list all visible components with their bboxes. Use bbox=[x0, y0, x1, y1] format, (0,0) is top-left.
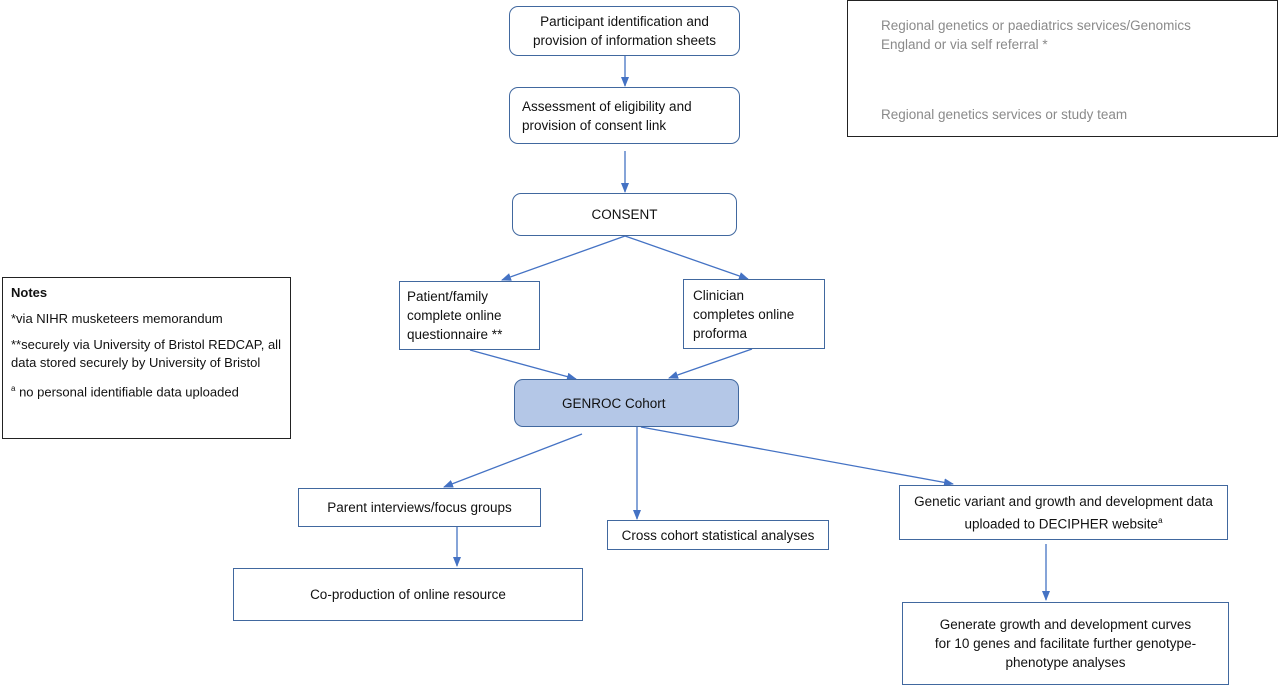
decipher-box: Genetic variant and growth and developme… bbox=[899, 485, 1228, 540]
identification-line2: provision of information sheets bbox=[532, 33, 717, 48]
identification-box: Participant identification and provision… bbox=[509, 6, 740, 56]
eligibility-line2: provision of consent link bbox=[522, 117, 667, 133]
clinician-line3: proforma bbox=[693, 325, 748, 341]
patient-line2: complete online bbox=[407, 308, 502, 323]
arrow-consent-to-clinician bbox=[624, 235, 749, 280]
legend-study-team: Regional genetics services or study team bbox=[881, 107, 1128, 122]
parent-interviews-label: Parent interviews/focus groups bbox=[327, 500, 512, 515]
notes-item-3-text: no personal identifiable data uploaded bbox=[15, 384, 239, 400]
cross-cohort-label: Cross cohort statistical analyses bbox=[621, 527, 815, 543]
legend-regional-line1: Regional genetics or paediatrics service… bbox=[881, 18, 1191, 33]
consent-label: CONSENT bbox=[591, 207, 658, 222]
parent-interviews-box: Parent interviews/focus groups bbox=[298, 488, 541, 527]
patient-line3: questionnaire ** bbox=[407, 327, 503, 342]
patient-questionnaire-box: Patient/family complete online questionn… bbox=[399, 281, 540, 350]
decipher-line1: Genetic variant and growth and developme… bbox=[914, 493, 1213, 509]
notes-box: Notes *via NIHR musketeers memorandum **… bbox=[2, 277, 291, 439]
curves-box: Generate growth and development curves f… bbox=[902, 602, 1229, 685]
coproduction-box: Co-production of online resource bbox=[233, 568, 583, 621]
cohort-label: GENROC Cohort bbox=[562, 395, 666, 411]
identification-line1: Participant identification and bbox=[540, 14, 709, 29]
arrow-cohort-to-parent-interviews bbox=[443, 433, 583, 488]
arrow-cohort-to-decipher bbox=[640, 426, 954, 487]
legend-regional-line2: England or via self referral * bbox=[881, 37, 1048, 52]
notes-item-1: *via NIHR musketeers memorandum bbox=[11, 311, 223, 326]
curves-line2: for 10 genes and facilitate further geno… bbox=[934, 636, 1197, 651]
legend-box: Regional genetics or paediatrics service… bbox=[847, 0, 1278, 137]
notes-item-3: a no personal identifiable data uploaded bbox=[11, 380, 282, 401]
decipher-sup: a bbox=[1158, 515, 1163, 525]
clinician-line1: Clinician bbox=[693, 287, 745, 303]
notes-title: Notes bbox=[11, 285, 48, 300]
patient-line1: Patient/family bbox=[407, 289, 489, 304]
clinician-proforma-box: Clinician completes online proforma bbox=[683, 279, 825, 349]
eligibility-line1: Assessment of eligibility and bbox=[522, 98, 692, 114]
notes-item-2: **securely via University of Bristol RED… bbox=[11, 337, 281, 370]
curves-line3: phenotype analyses bbox=[1005, 655, 1126, 670]
clinician-line2: completes online bbox=[693, 306, 795, 322]
genroc-cohort-box: GENROC Cohort bbox=[514, 379, 739, 427]
decipher-line2: uploaded to DECIPHER website bbox=[964, 516, 1159, 532]
curves-line1: Generate growth and development curves bbox=[939, 617, 1192, 632]
coproduction-label: Co-production of online resource bbox=[310, 587, 506, 602]
arrow-consent-to-patient bbox=[501, 235, 626, 281]
arrow-clinician-to-cohort bbox=[668, 348, 753, 379]
cross-cohort-box: Cross cohort statistical analyses bbox=[607, 520, 829, 550]
arrow-patient-to-cohort bbox=[469, 349, 577, 381]
notes-item-3-sup: a bbox=[11, 384, 16, 393]
eligibility-box: Assessment of eligibility and provision … bbox=[509, 87, 740, 144]
consent-box: CONSENT bbox=[512, 193, 737, 236]
